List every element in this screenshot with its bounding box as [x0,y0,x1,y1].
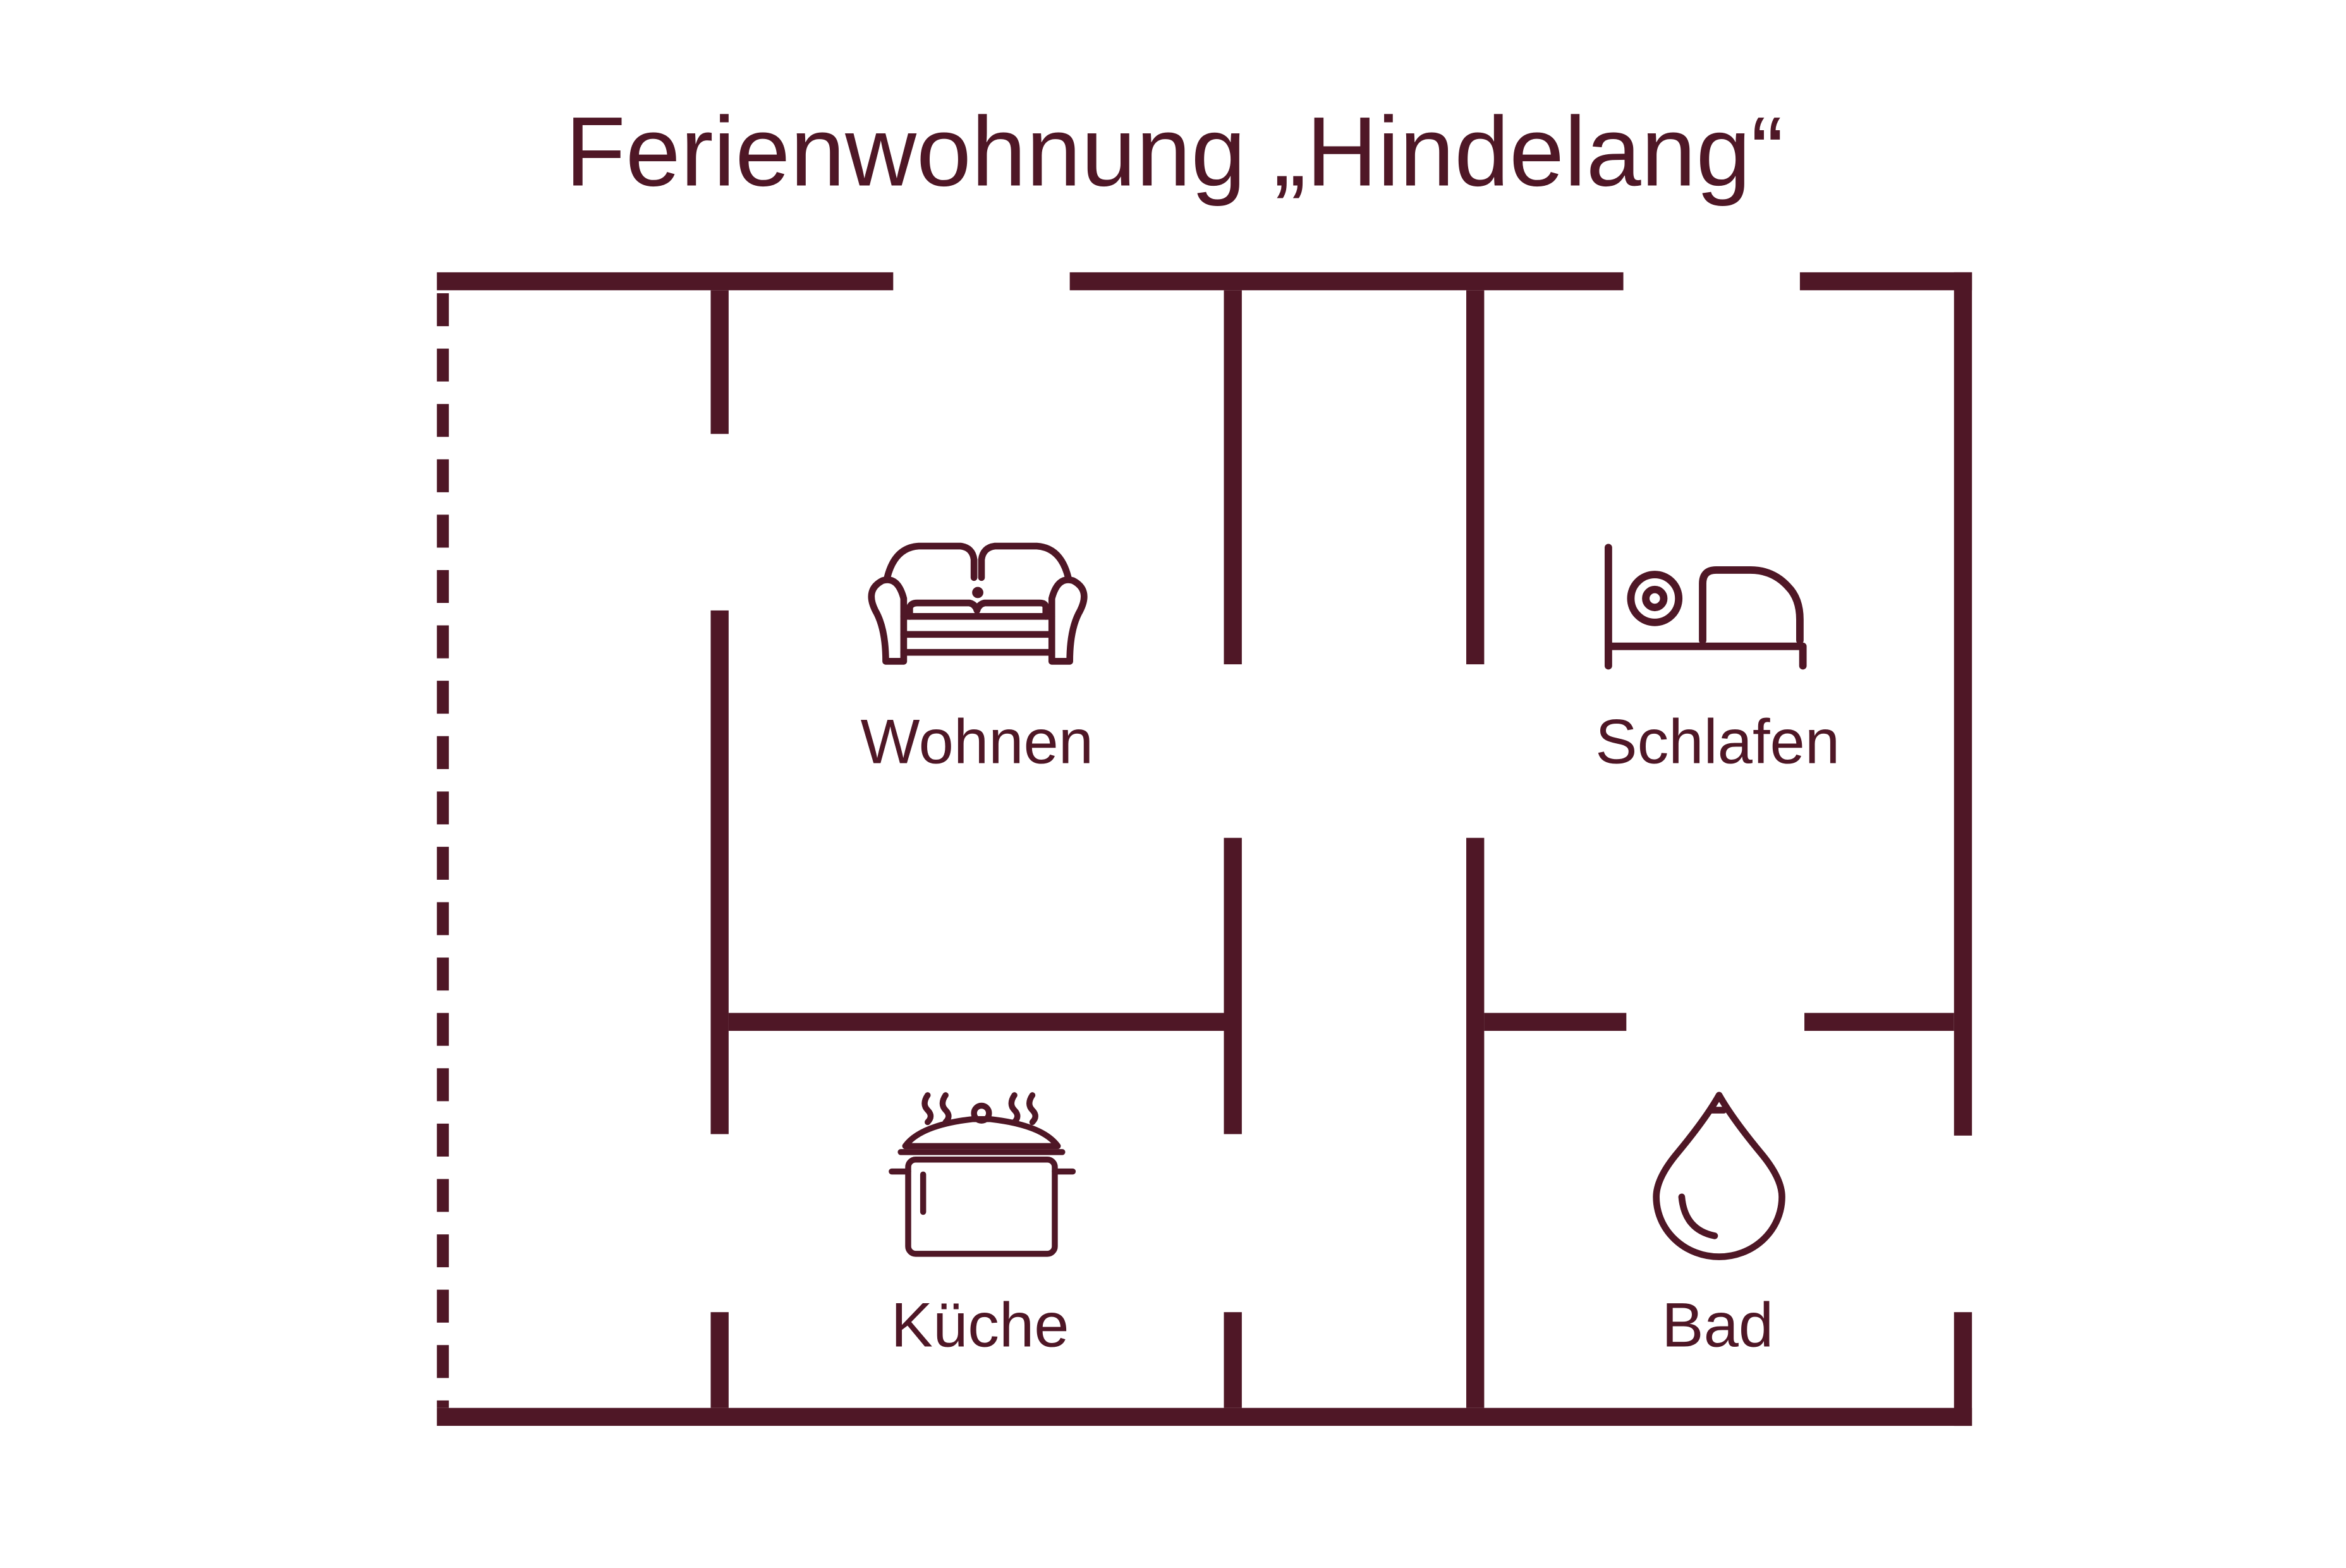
plan-title: Ferienwohnung „Hindelang“ [565,97,1784,207]
wall-a-bottom [710,1312,729,1408]
wall-c-bottom [1466,837,1485,1408]
wall-b-bottom [1224,1312,1242,1408]
wall-a-mid [710,610,729,1134]
wall-top-left [437,272,894,291]
wall-bottom [437,1407,1972,1426]
wall-wohnen-kueche [728,1012,1224,1031]
wall-top-middle [1069,272,1624,291]
wall-top-right [1799,272,1972,291]
wall-schlafen-bad-right [1804,1012,1954,1031]
water-drop-icon [1653,1091,1785,1260]
wall-a-top [710,290,729,434]
bed-icon [1604,544,1807,670]
room-label-bad: Bad [1662,1291,1773,1361]
room-label-wohnen: Wohnen [861,707,1093,777]
cooking-pot-icon [889,1092,1076,1257]
wall-right-lower [1954,1312,1972,1426]
wall-schlafen-bad-left [1484,1012,1627,1031]
wall-c-top [1466,290,1485,665]
sofa-icon [868,542,1088,665]
room-label-kueche: Küche [891,1291,1069,1361]
wall-b-top [1224,290,1242,665]
room-label-schlafen: Schlafen [1595,707,1840,777]
walls [437,272,1972,1426]
wall-b-mid [1224,837,1242,1134]
wall-right-upper [1954,272,1972,1136]
